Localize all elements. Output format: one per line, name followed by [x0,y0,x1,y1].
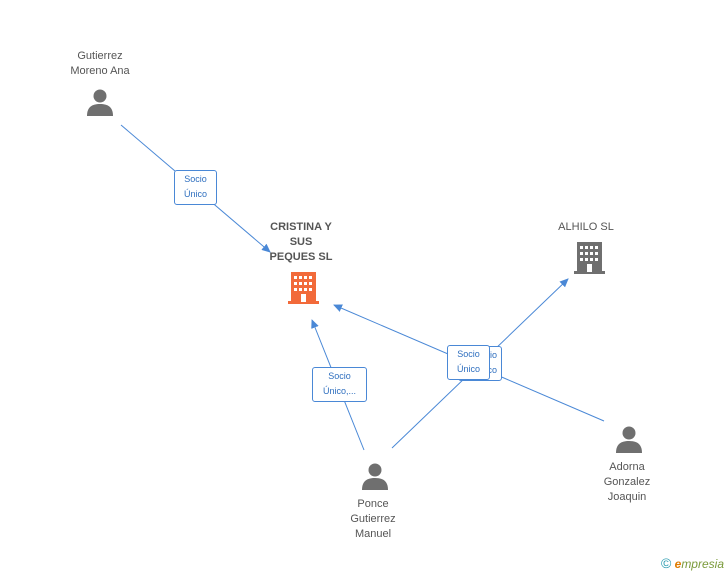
edge-label-socio-unico-ellipsis[interactable]: Socio Único,... [312,367,367,402]
person-icon[interactable] [87,89,113,117]
building-icon[interactable] [288,272,319,304]
node-label-alhilo-sl[interactable]: ALHILO SL [558,221,614,233]
node-label-adorna-gonzalez-joaquin[interactable]: Adorna Gonzalez Joaquin [603,461,651,503]
copyright-icon: © [660,555,672,571]
edge-label-socio-unico-front[interactable]: Socio Único [447,345,490,380]
empresia-logo: © empresia [660,555,724,571]
person-icon[interactable] [616,426,642,454]
node-label-gutierrez-moreno-ana[interactable]: Gutierrez Moreno Ana [70,50,130,77]
node-label-cristina-y-sus-peques-sl[interactable]: CRISTINA Y SUS PEQUES SL [269,221,333,263]
node-label-ponce-gutierrez-manuel[interactable]: Ponce Gutierrez Manuel [350,498,396,540]
building-icon[interactable] [574,242,605,274]
person-icon[interactable] [362,463,388,491]
edge-label-socio-unico[interactable]: Socio Único [174,170,217,205]
